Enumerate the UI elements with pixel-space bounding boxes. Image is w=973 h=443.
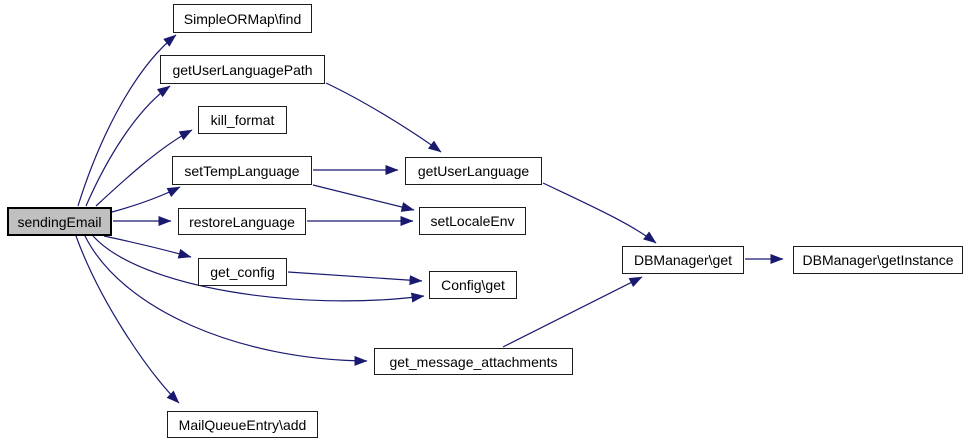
node-get-message-attachments[interactable]: get_message_attachments [374,348,573,375]
node-dbmanager-get[interactable]: DBManager\get [622,246,744,274]
node-dbmanager-getInstance[interactable]: DBManager\getInstance [793,246,963,274]
node-simpleormap-find[interactable]: SimpleORMap\find [173,4,312,33]
node-getUserLanguagePath[interactable]: getUserLanguagePath [160,55,325,84]
edge-get-message-attachments-to-dbmanager-get [502,276,643,348]
node-setLocaleEnv[interactable]: setLocaleEnv [419,207,526,235]
edge-getUserLanguagePath-to-getUserLanguage [325,82,442,153]
edge-sendingEmail-to-get-config [103,235,192,259]
edge-setTempLanguage-to-setLocaleEnv [312,184,415,212]
edge-getUserLanguage-to-dbmanager-get [542,182,657,244]
node-setTempLanguage[interactable]: setTempLanguage [172,156,312,185]
node-get-config[interactable]: get_config [198,258,287,286]
edge-get-config-to-config-get [287,271,423,286]
node-sendingEmail: sendingEmail [7,207,112,236]
edge-sendingEmail-to-simpleormap-find [77,34,177,207]
node-config-get[interactable]: Config\get [429,271,517,299]
edge-sendingEmail-to-kill-format [95,129,193,207]
node-getUserLanguage[interactable]: getUserLanguage [405,157,542,185]
node-kill-format[interactable]: kill_format [198,106,287,134]
node-restoreLanguage[interactable]: restoreLanguage [178,208,306,235]
node-mailQueueEntry-add[interactable]: MailQueueEntry\add [167,411,318,438]
edge-sendingEmail-to-setTempLanguage [111,186,181,213]
edge-sendingEmail-to-get-message-attachments [84,235,368,366]
edge-sendingEmail-to-config-get [92,235,425,303]
edge-sendingEmail-to-getUserLanguagePath [85,85,171,207]
edge-sendingEmail-to-mailQueueEntry-add [75,235,180,404]
